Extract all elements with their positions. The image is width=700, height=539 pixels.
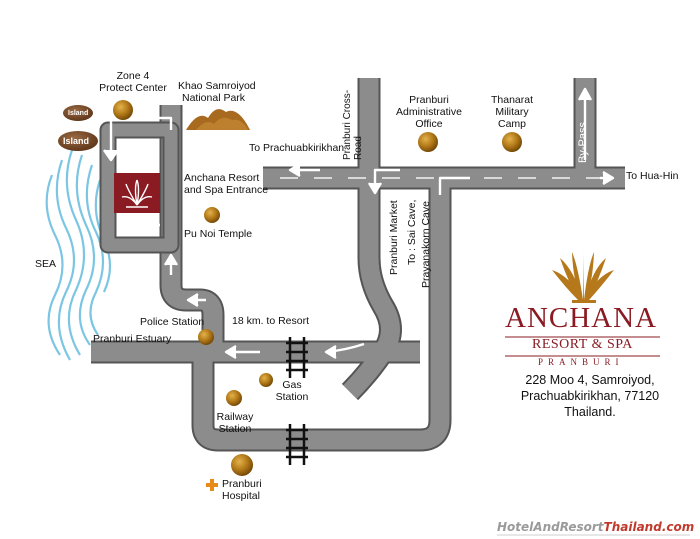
police-dot [198, 329, 214, 345]
pranburi-estuary-label: Pranburi Estuary [93, 333, 172, 345]
anchana-entrance-line2: and Spa Entrance [184, 184, 269, 196]
railway-track-north [286, 337, 308, 378]
island-small-label: Island [68, 110, 89, 117]
khao-label-line1: Khao Samroiyod [178, 80, 256, 92]
by-pass-label: By-Pass [577, 122, 589, 163]
logo-line3: PRANBURI [538, 357, 624, 367]
cross-road-text: Pranburi Cross-Road [342, 89, 364, 160]
island-big-label: Island [63, 136, 90, 146]
km-to-resort-label: 18 km. to Resort [232, 315, 310, 327]
admin-office-dot [418, 132, 438, 152]
cross-road-label: Pranburi Cross-Road [342, 80, 364, 160]
logo-line2: RESORT & SPA [532, 337, 633, 352]
military-camp-line1: Thanarat [490, 94, 534, 106]
island-small-shape [63, 105, 93, 121]
admin-office-line3: Office [415, 118, 443, 130]
hospital-dot [231, 454, 253, 476]
railway-dot [226, 390, 242, 406]
railway-station-label: Railway Station [210, 411, 260, 435]
pranburi-market-label: Pranburi Market [388, 200, 400, 275]
admin-office-label: Pranburi Administrative Office [392, 94, 466, 130]
route-arrows [103, 87, 615, 360]
hospital-line1: Pranburi [222, 478, 262, 490]
to-hua-hin-label: To Hua-Hin [626, 170, 679, 182]
gas-dot [259, 373, 273, 387]
zone4-dot [113, 100, 133, 120]
watermark-part1: HotelAndResort [497, 520, 604, 534]
railway-station-line2: Station [218, 423, 252, 435]
zone4-label-line1: Zone 4 [116, 70, 150, 82]
gas-station-label: Gas Station [272, 379, 312, 403]
logo-name: ANCHANA [505, 302, 657, 334]
military-camp-dot [502, 132, 522, 152]
military-camp-label: Thanarat Military Camp [478, 94, 546, 130]
hospital-label: Pranburi Hospital [222, 478, 262, 502]
hospital-cross-icon [206, 479, 218, 491]
watermark: HotelAndResortThailand.com [497, 520, 694, 534]
address-line3: Thailand. [564, 405, 616, 419]
landmark-dots [113, 100, 522, 476]
address-line2: Prachuabkirikhan, 77120 [520, 389, 660, 403]
to-sai-cave-label-2: Prayanakorn Cave [420, 201, 432, 288]
zone4-label-line2: Protect Center [99, 82, 167, 94]
pu-noi-label: Pu Noi Temple [184, 228, 253, 240]
gas-station-line2: Station [275, 391, 309, 403]
military-camp-line3: Camp [497, 118, 526, 130]
railway-track-south [286, 424, 308, 465]
admin-office-line1: Pranburi [409, 94, 449, 106]
khao-label: Khao Samroiyod National Park [178, 80, 256, 104]
zone4-label: Zone 4 Protect Center [98, 70, 168, 94]
resort-marker-icon [114, 173, 160, 213]
sea-label: SEA [35, 258, 57, 270]
gas-station-line1: Gas [282, 379, 302, 391]
admin-office-line2: Administrative [396, 106, 462, 118]
address-line1: 228 Moo 4, Samroiyod, [525, 373, 655, 387]
anchana-entrance-line1: Anchana Resort [184, 172, 260, 184]
island-big-shape [58, 131, 98, 151]
hospital-line2: Hospital [222, 490, 260, 502]
railway-station-line1: Railway [216, 411, 254, 423]
mountain-icon [186, 109, 250, 130]
anchana-entrance-label: Anchana Resort and Spa Entrance [184, 172, 268, 196]
address-block: 228 Moo 4, Samroiyod, Prachuabkirikhan, … [490, 372, 690, 420]
watermark-part2: Thailand.com [603, 520, 695, 534]
to-sai-cave-label-1: To : Sai Cave, [406, 199, 418, 265]
anchana-logo-emblem [552, 248, 614, 303]
police-station-label: Police Station [140, 316, 205, 328]
pu-noi-dot [204, 207, 220, 223]
military-camp-line2: Military [495, 106, 529, 118]
to-prachuab-label: To Prachuabkirikhan [249, 142, 345, 154]
khao-label-line2: National Park [182, 92, 246, 104]
